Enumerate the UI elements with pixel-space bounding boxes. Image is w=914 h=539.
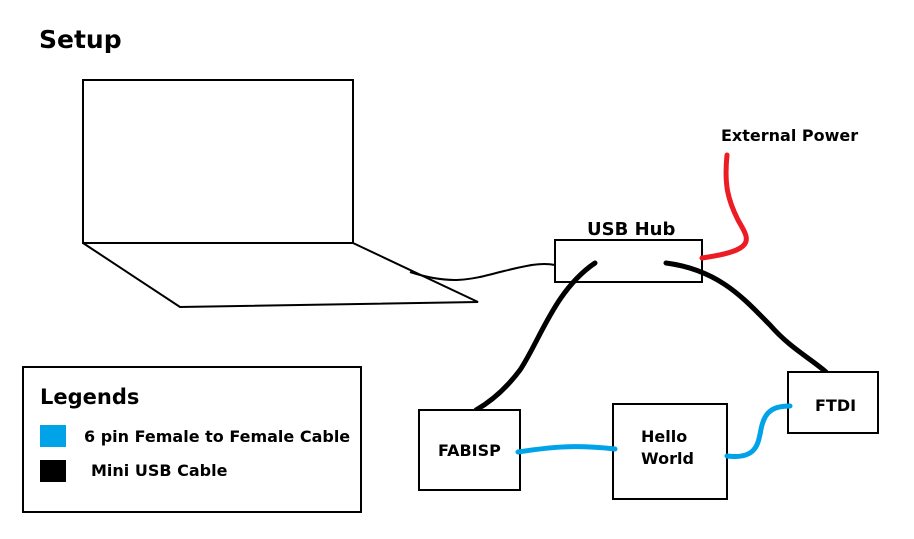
power-cable	[699, 152, 749, 261]
hello-world-box	[612, 403, 728, 500]
legend-swatch-ribbon	[40, 425, 66, 447]
ftdi-label: FTDI	[815, 396, 857, 415]
hello-world-label: Hello World	[641, 426, 694, 470]
page-title: Setup	[39, 25, 122, 54]
fabisp-box	[418, 409, 521, 491]
legend-item-ribbon-label: 6 pin Female to Female Cable	[84, 427, 351, 446]
usb-cable-hub-fabisp	[473, 260, 598, 413]
laptop-screen	[82, 79, 354, 244]
ribbon-cable-fabisp-hello	[515, 444, 618, 455]
laptop-keyboard	[82, 242, 479, 309]
hello-world-label-line2: World	[641, 449, 694, 468]
laptop-hub-cable	[409, 262, 556, 281]
ftdi-box	[787, 371, 879, 434]
laptop-drawing	[82, 79, 479, 309]
usb-hub-label: USB Hub	[587, 219, 676, 240]
ribbon-cable-hello-ftdi	[724, 403, 793, 459]
usb-cable-hub-ftdi	[663, 260, 829, 375]
external-power-label: External Power	[721, 126, 859, 145]
legend-title: Legends	[40, 385, 140, 409]
legend-swatch-usb	[40, 460, 66, 482]
fabisp-label: FABISP	[438, 441, 501, 460]
hello-world-label-line1: Hello	[641, 427, 688, 446]
legend-box	[22, 366, 362, 513]
legend-item-usb-label: Mini USB Cable	[91, 461, 228, 480]
